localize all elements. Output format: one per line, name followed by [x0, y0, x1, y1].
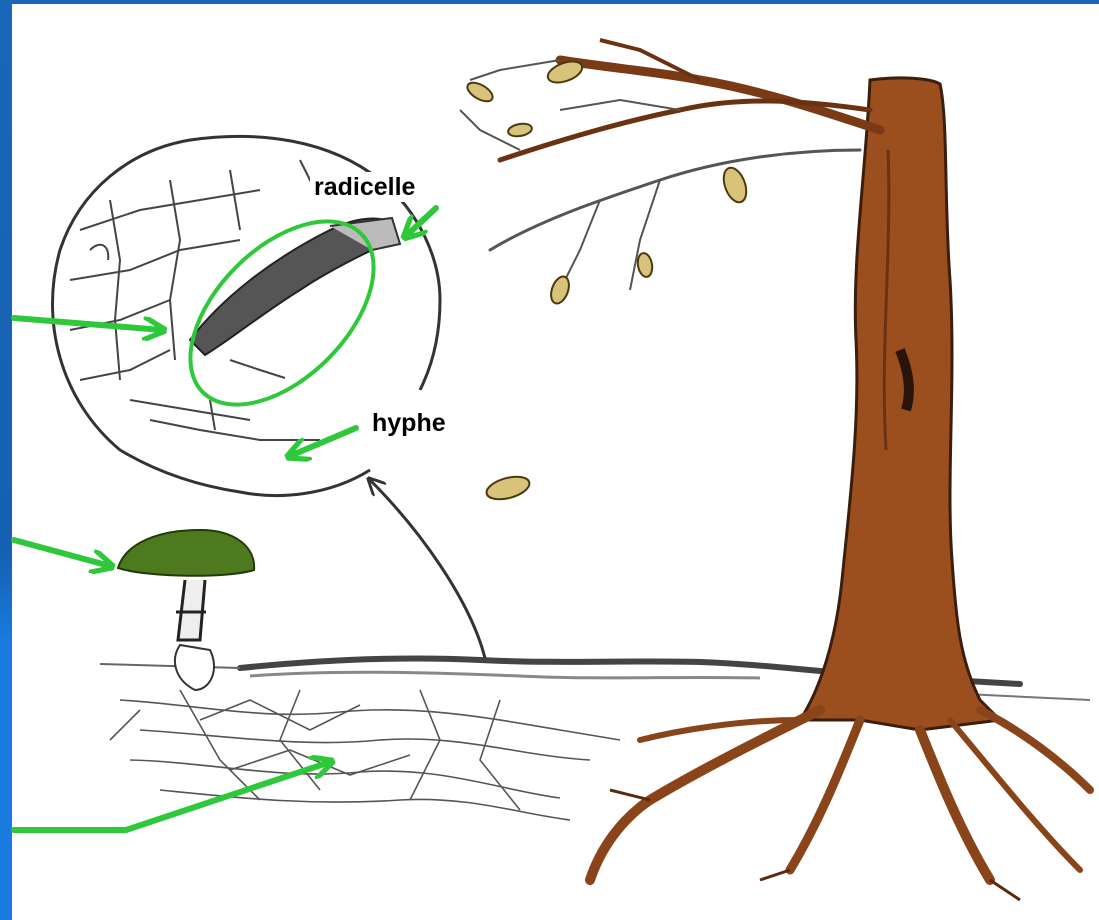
tree — [460, 40, 1090, 900]
arrow-hyphe — [290, 428, 356, 456]
mycelium-network — [110, 690, 620, 820]
label-radicelle: radicelle — [310, 172, 419, 202]
label-hyphe: hyphe — [368, 408, 450, 438]
magnify-arrow — [370, 480, 485, 658]
leaves — [464, 57, 750, 503]
arrow-mushroom — [14, 540, 110, 566]
arrow-mycorrhiza — [14, 318, 162, 330]
